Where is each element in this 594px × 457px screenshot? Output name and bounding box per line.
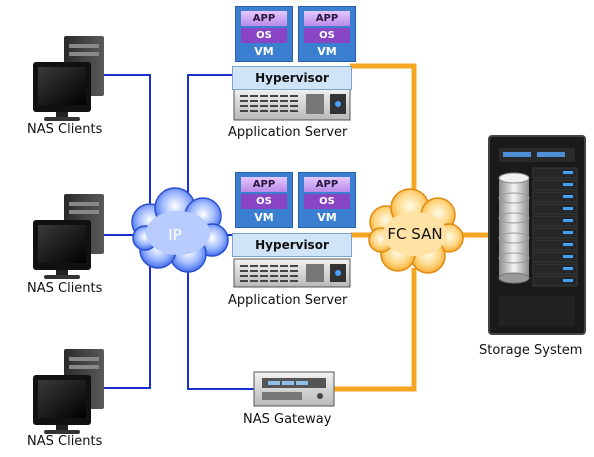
app-server-label-1: Application Server bbox=[228, 125, 348, 140]
ip-link-server-1 bbox=[187, 74, 234, 205]
nas-client-2 bbox=[33, 194, 104, 279]
server-chassis-1 bbox=[233, 87, 351, 121]
san-links bbox=[334, 63, 492, 392]
hypervisor-2: Hypervisor bbox=[232, 233, 352, 257]
ip-cloud-label: IP bbox=[168, 226, 182, 244]
ip-cloud bbox=[131, 187, 229, 273]
nas-client-3 bbox=[33, 349, 104, 434]
app-layer: APP bbox=[304, 11, 350, 26]
os-layer: OS bbox=[304, 28, 350, 43]
nas-client-1 bbox=[33, 36, 104, 121]
ip-link-client-3 bbox=[95, 265, 151, 389]
nas-client-label-2: NAS Clients bbox=[27, 281, 103, 296]
os-layer: OS bbox=[241, 194, 287, 209]
nas-client-label-3: NAS Clients bbox=[27, 434, 103, 449]
ip-link-client-1 bbox=[95, 74, 151, 208]
vm-label: VM bbox=[317, 45, 337, 58]
vm-2-2: APP OS VM bbox=[298, 172, 356, 228]
app-layer: APP bbox=[241, 177, 287, 192]
san-link-gateway bbox=[334, 268, 417, 392]
ip-link-gateway bbox=[187, 265, 254, 390]
app-server-label-2: Application Server bbox=[228, 293, 348, 308]
vm-label: VM bbox=[254, 45, 274, 58]
app-layer: APP bbox=[241, 11, 287, 26]
san-cloud bbox=[368, 188, 464, 274]
os-layer: OS bbox=[241, 28, 287, 43]
nas-gateway-label: NAS Gateway bbox=[243, 412, 332, 427]
disk-stack-icon bbox=[498, 172, 530, 284]
ip-links bbox=[95, 74, 254, 390]
vm-1-2: APP OS VM bbox=[298, 6, 356, 62]
vm-2-1: APP OS VM bbox=[235, 172, 293, 228]
hypervisor-1: Hypervisor bbox=[232, 66, 352, 90]
vm-1-1: APP OS VM bbox=[235, 6, 293, 62]
app-layer: APP bbox=[304, 177, 350, 192]
san-cloud-label: FC SAN bbox=[387, 225, 443, 243]
nas-client-label-1: NAS Clients bbox=[27, 122, 103, 137]
san-link-server-1 bbox=[350, 63, 417, 205]
vm-label: VM bbox=[254, 211, 274, 224]
os-layer: OS bbox=[304, 194, 350, 209]
vm-label: VM bbox=[317, 211, 337, 224]
server-chassis-2 bbox=[233, 258, 351, 288]
storage-system-rack bbox=[488, 135, 586, 335]
nas-gateway-device bbox=[253, 371, 335, 407]
storage-system-label: Storage System bbox=[479, 343, 583, 358]
